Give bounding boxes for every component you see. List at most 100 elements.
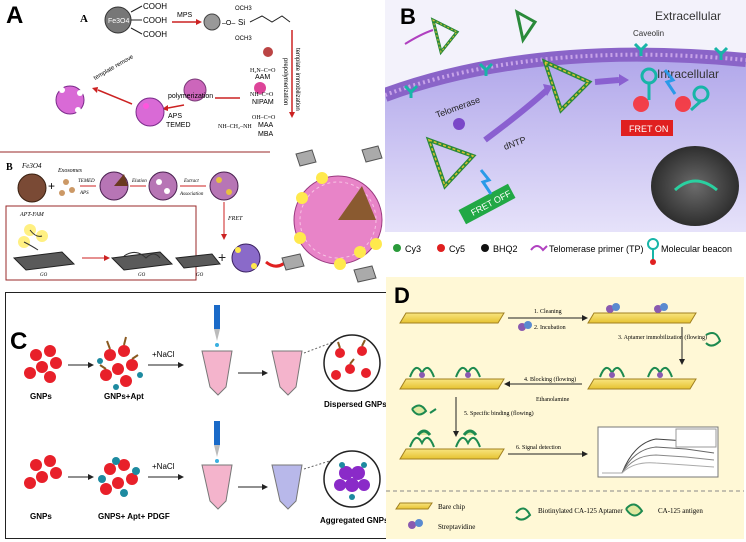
- arrowhead-c-2: [178, 362, 184, 368]
- exosome-dot-2: [69, 187, 75, 193]
- pipette-bottom-icon: [214, 421, 220, 463]
- membrane-lipids: [385, 52, 746, 97]
- monomer-structure-mba: NH–CH₂–NH: [218, 124, 252, 130]
- graphene-oxide-sheet-2: [110, 251, 174, 271]
- row-b-fe3o4: Fe3O4: [21, 162, 42, 170]
- panel-d-letter: D: [394, 283, 410, 308]
- panel-d: D 1. Cleaning 2. Incubation 3. Aptamer i…: [386, 277, 744, 539]
- row-b-fret: FRET: [227, 216, 243, 222]
- aptamer-chip: [587, 378, 697, 390]
- fret-off-badge: [458, 183, 516, 225]
- elongation-arrow: [483, 87, 550, 143]
- bound-chip: [399, 448, 505, 460]
- legend-bare-chip-icon: [395, 502, 433, 510]
- dispersed-label: Dispersed GNPs: [324, 400, 386, 409]
- legend-cy5: Cy5: [449, 244, 465, 254]
- temed-label: TEMED: [166, 122, 191, 129]
- telomerase-icon: [453, 118, 465, 130]
- step-blocking: 4. Blocking (flowing): [524, 376, 576, 383]
- si-label: Si: [238, 18, 245, 27]
- gnps-apt-pdgf-label: GNPS+ Apt+ PDGF: [98, 512, 170, 521]
- cy5-dot-icon: [437, 244, 445, 252]
- aggregated-gnps-icon: [334, 462, 370, 500]
- molecular-beacon-hairpin-icon: [640, 67, 710, 112]
- row-b-association: Association: [179, 192, 204, 197]
- binding-arrowhead: [453, 431, 459, 437]
- tube-bottom-1-icon: [201, 464, 233, 510]
- eluted-cavity-1: [156, 179, 162, 185]
- cooh-label-1: COOH: [143, 2, 167, 11]
- excitation-bolt-off-icon: [479, 169, 493, 195]
- monomer-aam: AAM: [255, 74, 270, 81]
- blocking-arrowhead: [504, 381, 510, 387]
- panel-b-illustration: B Extracellular Intracellular Caveolin T…: [385, 0, 746, 265]
- row-b-go2: GO: [138, 273, 146, 278]
- exosome-dot-3: [59, 190, 65, 196]
- hybridization-arrowhead: [619, 74, 629, 86]
- bound-bead-icon: [209, 171, 239, 201]
- legend-antigen-icon: [625, 503, 644, 517]
- panel-b: B Extracellular Intracellular Caveolin T…: [385, 0, 746, 275]
- cooh-label-3: COOH: [143, 30, 167, 39]
- gnps-cluster-top-icon: [24, 345, 62, 383]
- elongation-arrowhead: [543, 84, 553, 96]
- panel-c-letter: C: [10, 328, 27, 355]
- panel-a-illustration: A Fe3O4 COOH COOH COOH MPS –O– Si OCH3 O…: [0, 2, 383, 283]
- graphene-oxide-sheet-1: [12, 251, 76, 271]
- gnps-cluster-bottom-icon: [24, 455, 62, 489]
- bare-chip-1: [399, 312, 505, 324]
- aptamer-loops-row2-right: [599, 366, 673, 378]
- bound-exosome-1: [216, 177, 222, 183]
- step-detection: 6. Signal detection: [516, 445, 561, 451]
- tube-top-1-icon: [201, 350, 233, 396]
- monomer-structure-nipam: NH–C=O: [250, 92, 274, 98]
- excitation-bolt-icon: [663, 69, 677, 95]
- cooh-bond-1: [130, 5, 143, 13]
- monomer-nipam: NIPAM: [252, 99, 274, 106]
- eluted-cavity-2: [164, 188, 170, 194]
- eluted-bead-icon: [148, 171, 178, 201]
- apt-fam-cluster-icon: [18, 224, 48, 251]
- legend-aptamer: Biotinylated CA-125 Aptamer: [538, 507, 623, 515]
- monomer-structure-aam: H₂N–C=O: [250, 68, 276, 74]
- gnps-apt-pdgf-cluster-icon: [98, 457, 140, 497]
- surface-fluorophores-icon: [294, 172, 382, 270]
- dispersed-gnps-icon: [331, 339, 371, 380]
- step-cleaning: 1. Cleaning: [534, 309, 562, 315]
- step-binding: 5. Specific binding (flowing): [464, 410, 534, 417]
- mps-arrowhead: [196, 19, 202, 25]
- bead-cutaway: [114, 174, 128, 186]
- mip-cavity-1: [59, 87, 65, 93]
- extracellular-label: Extracellular: [655, 9, 721, 23]
- sub-letter-b: B: [6, 162, 13, 173]
- fret-on-label: FRET ON: [629, 124, 668, 134]
- bhq2-dot-icon: [481, 244, 489, 252]
- ca125-antigen-floating-icon: [411, 404, 437, 416]
- panel-b-letter: B: [400, 4, 416, 29]
- row-b-exosomes: Exosomes: [57, 168, 83, 174]
- arrowhead-c-5: [178, 474, 184, 480]
- monomer-maa: MAA: [258, 122, 274, 129]
- cooh-label-2: COOH: [143, 16, 167, 25]
- bound-exosome-2: [226, 189, 232, 195]
- floating-go-2: [353, 265, 377, 283]
- step-aptamer: 3. Aptamer immobilization (flowing): [618, 334, 707, 341]
- aptamer-strand-icon: [705, 332, 722, 347]
- row-b-aps: APS: [79, 191, 89, 196]
- arrowhead-c-1: [88, 362, 94, 368]
- prepolymerization-label: prepolymerization: [282, 58, 288, 105]
- panel-c: C GNPs GNPs+Apt +NaCl: [5, 292, 387, 539]
- aptamer-loops-row2-left: [409, 366, 481, 378]
- imprint-cavity-1: [143, 103, 149, 109]
- streptavidine-icon-row1: [518, 321, 532, 331]
- template-remove-arrow: [97, 89, 133, 105]
- imprinted-particle-icon: [135, 97, 165, 127]
- gnps-top-label: GNPs: [30, 392, 52, 401]
- plus-sign-1: +: [48, 179, 55, 193]
- legend-antigen: CA-125 antigen: [658, 507, 703, 515]
- sub-letter-a: A: [80, 13, 88, 25]
- plus-sign-2: +: [218, 249, 226, 265]
- row-b-temed: TEMED: [78, 179, 95, 184]
- legend-molecular-beacon: Molecular beacon: [661, 244, 732, 254]
- panel-d-illustration: D 1. Cleaning 2. Incubation 3. Aptamer i…: [386, 283, 744, 531]
